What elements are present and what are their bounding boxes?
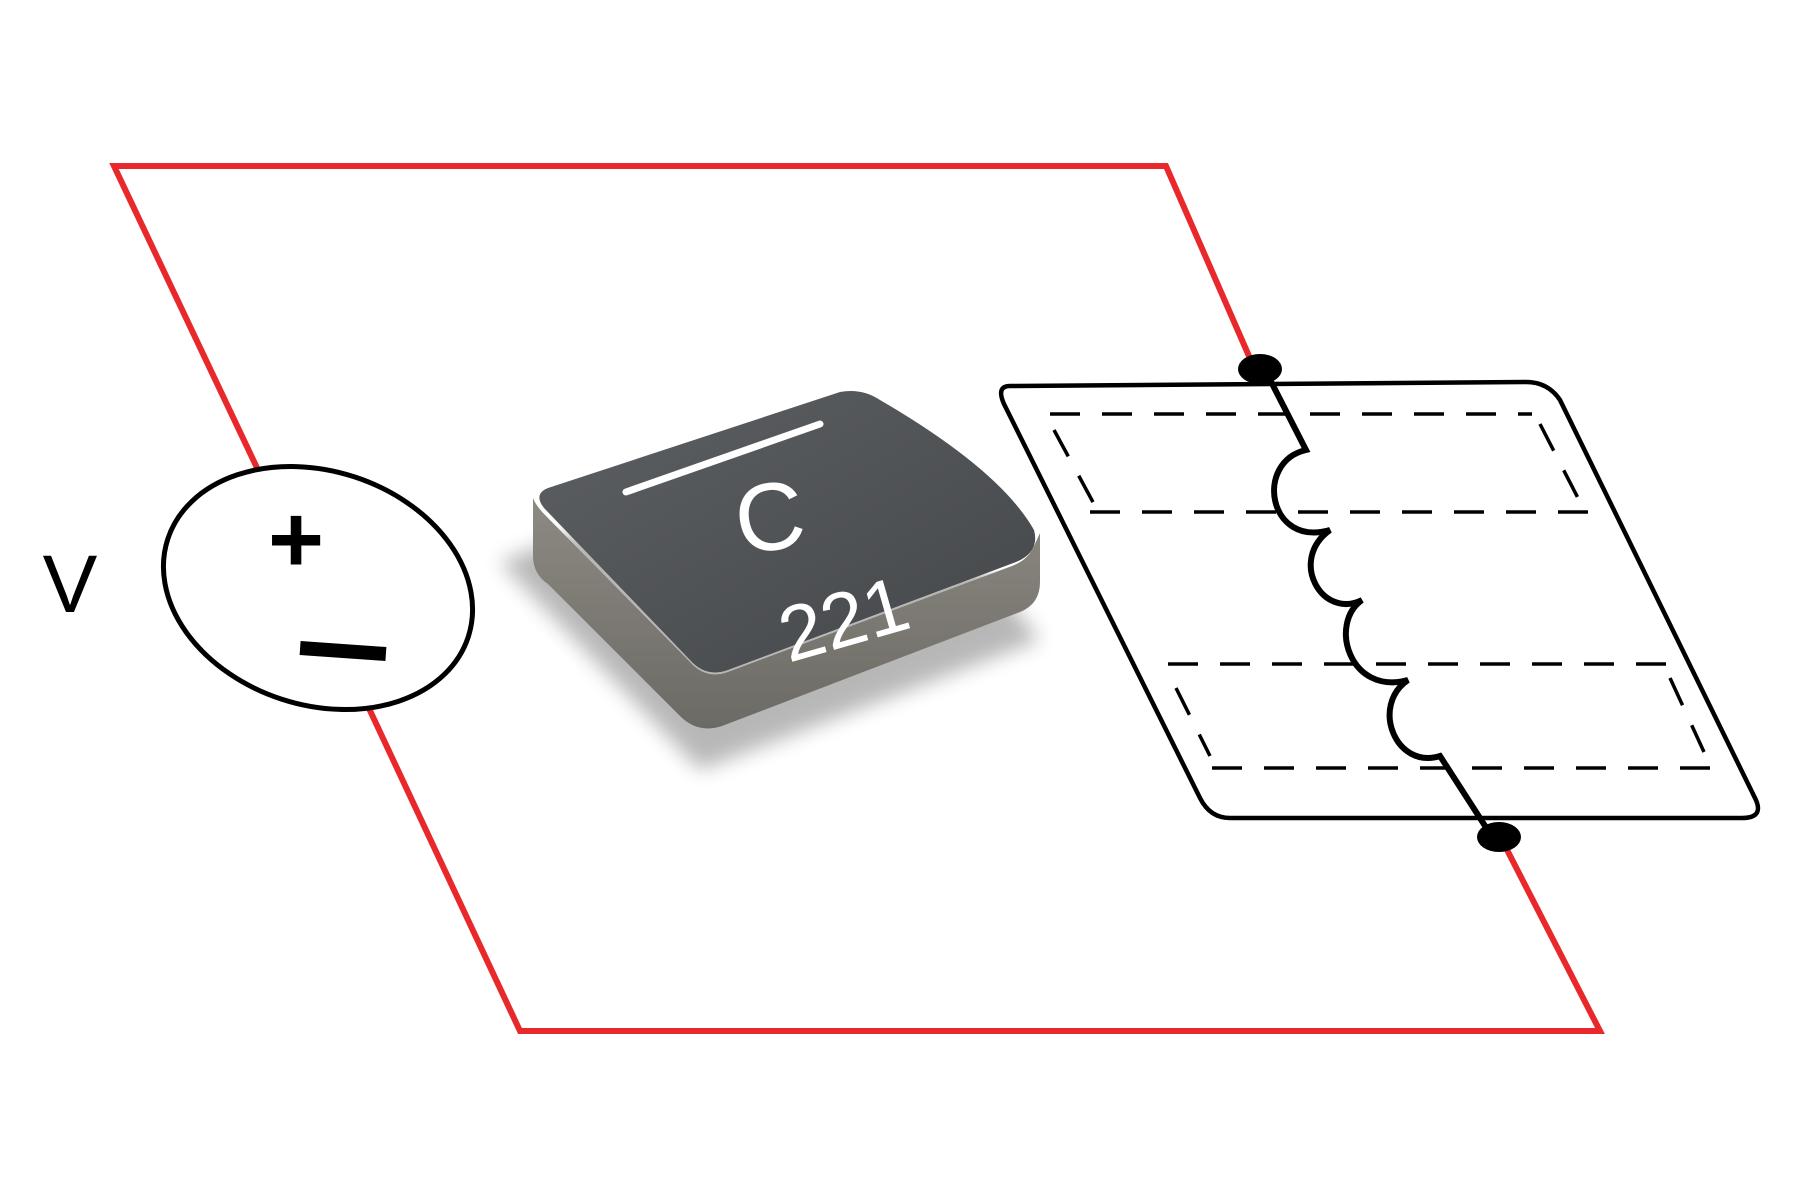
voltage-source-circle [160, 463, 476, 713]
dashed-line-7 [1668, 677, 1706, 753]
dashed-line-3 [1538, 423, 1582, 503]
voltage-label: V [43, 539, 98, 630]
inductor-coil-icon [1259, 362, 1501, 848]
plus-sign: + [268, 486, 324, 593]
component-logo: C [728, 460, 812, 576]
wire-bottom [363, 700, 1605, 1034]
circuit-wires [109, 163, 1605, 1034]
smd-inductor-image: C 221 [500, 391, 1040, 770]
minus-sign-icon [299, 641, 387, 661]
connection-dot-bottom [1477, 822, 1521, 852]
inductor-package [998, 354, 1761, 852]
component-bar-marking [622, 420, 824, 496]
dashed-line-6 [1174, 687, 1212, 757]
connection-dot-top [1238, 354, 1282, 384]
voltage-source-icon: + [160, 463, 476, 713]
core-dashed-lines [1050, 412, 1710, 770]
dashed-line-2 [1052, 429, 1096, 505]
wire-top-left [109, 163, 1255, 472]
component-side [533, 498, 1040, 729]
inductor-package-outline [998, 379, 1761, 821]
component-top [539, 391, 1036, 673]
